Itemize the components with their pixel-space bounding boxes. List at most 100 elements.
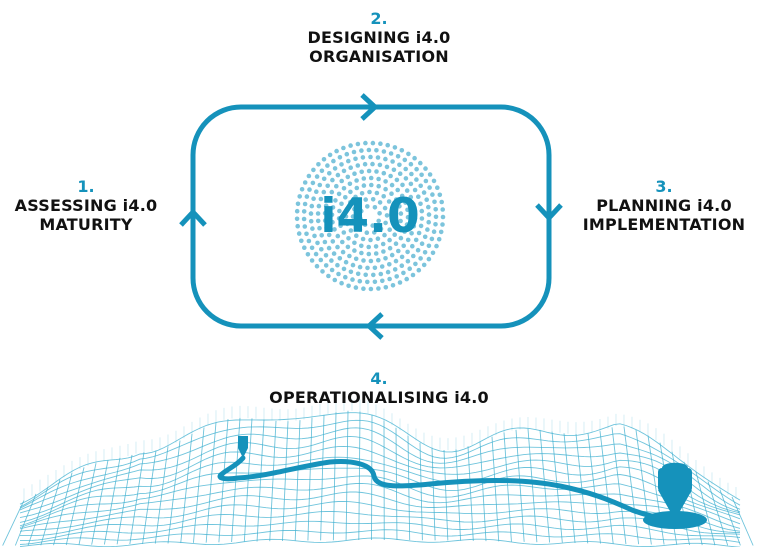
hub-dot — [343, 274, 348, 280]
mesh-line — [19, 529, 741, 545]
hub-dot — [295, 223, 301, 229]
mesh-line — [19, 456, 741, 519]
hub-dot — [348, 143, 353, 148]
hub-dot — [440, 214, 446, 220]
hub-dot — [323, 253, 329, 258]
hub-dot — [422, 250, 428, 255]
hub-dot — [322, 210, 328, 216]
hub-dot — [374, 169, 379, 174]
hub-dot — [392, 145, 398, 150]
hub-dot — [347, 181, 353, 187]
step-label-line: ORGANISATION — [309, 47, 449, 66]
hub-dot — [431, 229, 437, 234]
hub-dot — [294, 208, 300, 214]
hub-dot — [372, 279, 378, 285]
hub-dot — [357, 264, 363, 270]
step-operationalising: 4. OPERATIONALISING i4.0 — [229, 370, 529, 408]
hub-dot — [403, 166, 409, 172]
hub-dot — [311, 196, 316, 201]
hub-dot — [345, 244, 351, 250]
hub-dot — [344, 206, 350, 212]
hub-dot — [415, 247, 421, 253]
hub-dot — [339, 201, 344, 207]
hub-dot — [395, 187, 401, 193]
hub-dot — [361, 183, 367, 188]
arrow-up-icon — [179, 208, 207, 227]
mesh-line — [91, 460, 109, 545]
hub-dot — [401, 243, 407, 249]
mesh-line — [142, 450, 157, 544]
hub-dot — [378, 141, 383, 146]
hub-dot — [418, 183, 424, 189]
mesh-line — [243, 418, 253, 542]
hub-dot — [374, 190, 380, 196]
hub-dot — [366, 168, 372, 174]
hub-dot — [358, 216, 363, 221]
hub-dot — [299, 238, 304, 244]
hub-dot — [330, 177, 335, 183]
hub-dot — [432, 199, 437, 205]
hub-dot — [393, 241, 399, 246]
hub-dot — [350, 277, 355, 282]
hub-dot — [334, 148, 339, 154]
hub-dot — [341, 145, 346, 151]
hub-dot — [433, 222, 438, 227]
hub-dot — [388, 151, 394, 156]
hub-dot — [324, 225, 329, 231]
hub-dot — [348, 165, 354, 170]
hub-dot — [339, 280, 344, 286]
mesh-line — [78, 463, 97, 545]
hub-dot — [416, 194, 421, 199]
hub-dot — [416, 230, 422, 236]
hub-dot — [296, 231, 302, 236]
hub-dot — [405, 207, 410, 213]
hub-dot — [410, 243, 415, 249]
hub-dot — [402, 157, 408, 163]
hub-dot — [359, 191, 365, 196]
hub-dot — [316, 203, 322, 209]
hub-dot — [365, 204, 370, 209]
hub-dot — [364, 230, 370, 235]
hub-dot — [390, 220, 396, 226]
hub-dot — [411, 201, 416, 207]
hub-dot — [363, 140, 368, 146]
mesh-line — [2, 500, 25, 546]
hub-dot — [416, 267, 422, 273]
mesh-line — [282, 421, 289, 542]
hub-dot — [385, 142, 391, 148]
hub-dot — [319, 233, 325, 238]
hub-dot — [360, 236, 366, 242]
mesh-line — [467, 446, 474, 541]
step-number: 3. — [655, 177, 673, 196]
mesh-line — [294, 420, 301, 541]
hub-dot — [387, 245, 393, 251]
hub-dot — [310, 226, 315, 231]
hub-dot — [372, 230, 377, 235]
mesh-line — [19, 435, 741, 513]
hub-dot — [341, 230, 347, 235]
hub-dot — [405, 258, 411, 264]
hub-dot — [332, 277, 338, 283]
hub-dot — [411, 223, 417, 229]
hub-dot — [390, 159, 395, 164]
hub-dot — [389, 252, 395, 258]
hub-dot — [341, 168, 347, 174]
hub-dot — [406, 151, 411, 157]
mesh-line — [539, 429, 551, 543]
hub-dot — [398, 211, 404, 216]
hub-dot — [319, 247, 324, 252]
hub-dot — [302, 224, 308, 229]
hub-dot — [418, 160, 423, 166]
hub-dot — [302, 201, 308, 207]
hub-dot — [408, 161, 414, 167]
step-assessing: 1. ASSESSING i4.0 MATURITY — [0, 178, 172, 235]
hub-dot — [330, 239, 336, 244]
hub-dot — [418, 223, 424, 229]
hub-dot — [330, 205, 336, 210]
hub-dot — [381, 249, 386, 254]
step-label-line: OPERATIONALISING i4.0 — [269, 388, 489, 407]
hub-dot — [390, 283, 396, 288]
hub-dot — [429, 236, 435, 242]
hub-dot — [299, 187, 305, 192]
